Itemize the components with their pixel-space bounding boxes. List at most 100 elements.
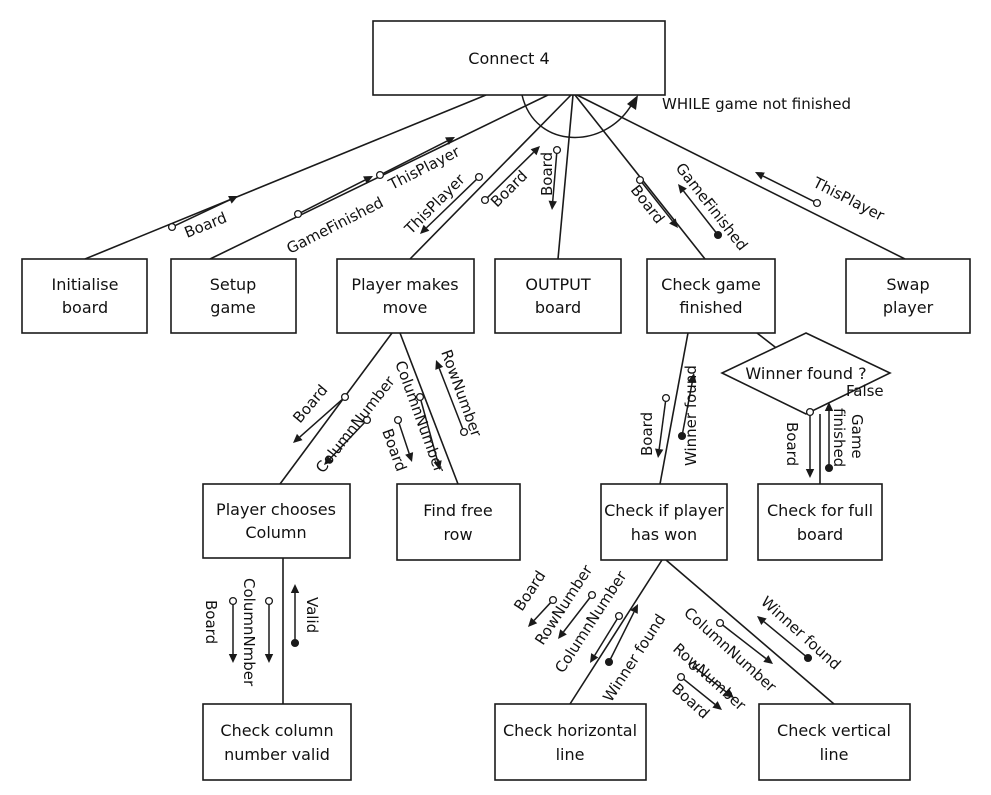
arrow-valid-colvalid — [290, 584, 300, 648]
label-finished-fullboard: finished — [830, 408, 848, 467]
decision-false-label: False — [846, 382, 884, 400]
loop-label: WHILE game not finished — [662, 95, 851, 113]
label-board-initialise: Board — [182, 209, 230, 242]
loop-arc — [521, 94, 633, 139]
box-colvalid-line1: Check column — [220, 721, 333, 740]
line-move-choose — [279, 332, 393, 485]
box-setup-line1: Setup — [210, 275, 257, 294]
arrow-board-colvalid — [228, 596, 238, 663]
box-output-line2: board — [535, 298, 581, 317]
arrow-board-findrow — [393, 415, 414, 462]
while-loop: WHILE game not finished — [521, 94, 851, 139]
arrow-rownumber-vertical — [688, 661, 734, 698]
box-vertical-line2: line — [820, 745, 849, 764]
box-choose-line2: Column — [245, 523, 306, 542]
box-checkwon-line2: has won — [631, 525, 697, 544]
box-fullboard-line1: Check for full — [767, 501, 873, 520]
box-check-horizontal-line: Check horizontal line — [494, 703, 647, 781]
box-choose-line1: Player chooses — [216, 500, 336, 519]
arrow-board-move — [480, 146, 540, 205]
box-swap-line1: Swap — [886, 275, 929, 294]
arrow-board-finished — [635, 175, 678, 228]
label-winnerfound-checkwon: Winner found — [682, 365, 700, 466]
box-colvalid-line2: number valid — [224, 745, 330, 764]
line-root-swap — [576, 94, 906, 260]
line-move-findrow — [399, 332, 459, 485]
loop-arrowhead — [627, 95, 638, 110]
label-board-colvalid: Board — [202, 600, 220, 644]
box-setup-line2: game — [210, 298, 255, 317]
arrow-board-horizontal — [528, 595, 558, 627]
decision-label: Winner found ? — [745, 364, 866, 383]
arrow-board-choose — [293, 392, 350, 443]
box-initialise-line2: board — [62, 298, 108, 317]
box-swap-player: Swap player — [845, 258, 971, 334]
label-game-fullboard: Game — [848, 414, 866, 459]
box-finished-line2: finished — [679, 298, 742, 317]
label-board-horizontal: Board — [510, 567, 549, 614]
box-setup-game: Setup game — [170, 258, 297, 334]
box-player-chooses-column: Player chooses Column — [202, 483, 351, 559]
label-columnnmber-colvalid: ColumnNmber — [240, 578, 258, 687]
box-check-vertical-line: Check vertical line — [758, 703, 911, 781]
arrow-columnnumber-choose — [324, 415, 372, 465]
data-flow-arrows — [167, 137, 834, 710]
flow-labels: Board GameFinished ThisPlayer ThisPlayer… — [182, 142, 888, 722]
line-won-vertical — [665, 559, 835, 705]
label-board-choose: Board — [289, 381, 331, 426]
arrow-thisplayer-swap — [755, 172, 822, 208]
arrow-rownumber-findrow — [435, 360, 469, 437]
arrow-winnerfound-vertical — [757, 616, 813, 663]
box-initialise-line1: Initialise — [52, 275, 119, 294]
arrow-columnnumber-horizontal — [590, 611, 624, 663]
label-board-output: Board — [538, 152, 556, 196]
line-root-initialise — [84, 94, 487, 260]
box-output-line1: OUTPUT — [525, 275, 590, 294]
label-winnerfound-horizontal: Winner found — [599, 611, 669, 705]
box-check-game-finished: Check game finished — [646, 258, 776, 334]
arrow-winnerfound-horizontal — [604, 604, 638, 667]
arrow-board-fullboard — [805, 407, 815, 478]
arrow-gamefinished-setup — [293, 176, 373, 219]
line-finished-checkwon — [659, 332, 689, 485]
box-findrow-line1: Find free — [423, 501, 492, 520]
arrow-board-initialise — [167, 196, 238, 232]
arrow-columnnumber-vertical — [715, 618, 773, 664]
box-check-full-board: Check for full board — [757, 483, 883, 561]
label-columnnumber-vertical: ColumnNumber — [680, 604, 780, 697]
arrow-winnerfound-checkwon — [677, 373, 697, 441]
label-board-fullboard: Board — [783, 422, 801, 466]
box-connect4-label: Connect 4 — [468, 49, 549, 68]
box-vertical-line1: Check vertical — [777, 721, 891, 740]
line-root-player-move — [409, 94, 572, 260]
label-board-findrow: Board — [378, 426, 410, 474]
box-finished-line1: Check game — [661, 275, 761, 294]
box-move-line2: move — [383, 298, 428, 317]
arrow-board-output — [548, 145, 562, 210]
box-checkwon-line1: Check if player — [604, 501, 724, 520]
box-check-column-number-valid: Check column number valid — [202, 703, 352, 781]
arrow-columnnmber-colvalid — [264, 596, 274, 663]
decision-winner-found: Winner found ? False — [720, 332, 892, 415]
line-won-horizontal — [569, 559, 663, 705]
box-check-if-player-has-won: Check if player has won — [600, 483, 728, 561]
arrow-gamefinished-finished — [678, 184, 723, 240]
box-findrow-line2: row — [443, 525, 472, 544]
arrow-thisplayer-setup — [375, 137, 455, 180]
box-player-makes-move: Player makes move — [336, 258, 475, 334]
box-connect4: Connect 4 — [372, 20, 666, 96]
box-output-board: OUTPUT board — [494, 258, 622, 334]
box-swap-line2: player — [883, 298, 934, 317]
label-gamefinished-finished: GameFinished — [672, 159, 752, 254]
box-move-line1: Player makes — [351, 275, 458, 294]
arrow-thisplayer-move — [420, 172, 484, 234]
box-fullboard-line2: board — [797, 525, 843, 544]
box-horizontal-line2: line — [556, 745, 585, 764]
arrow-columnnumber-findrow — [415, 392, 442, 470]
line-root-output — [557, 94, 574, 260]
box-horizontal-line1: Check horizontal — [503, 721, 637, 740]
arrow-rownumber-horizontal — [558, 590, 597, 639]
arrow-board-checkwon — [655, 393, 671, 458]
label-valid-colvalid: Valid — [303, 597, 321, 633]
label-board-checkwon: Board — [638, 412, 656, 456]
